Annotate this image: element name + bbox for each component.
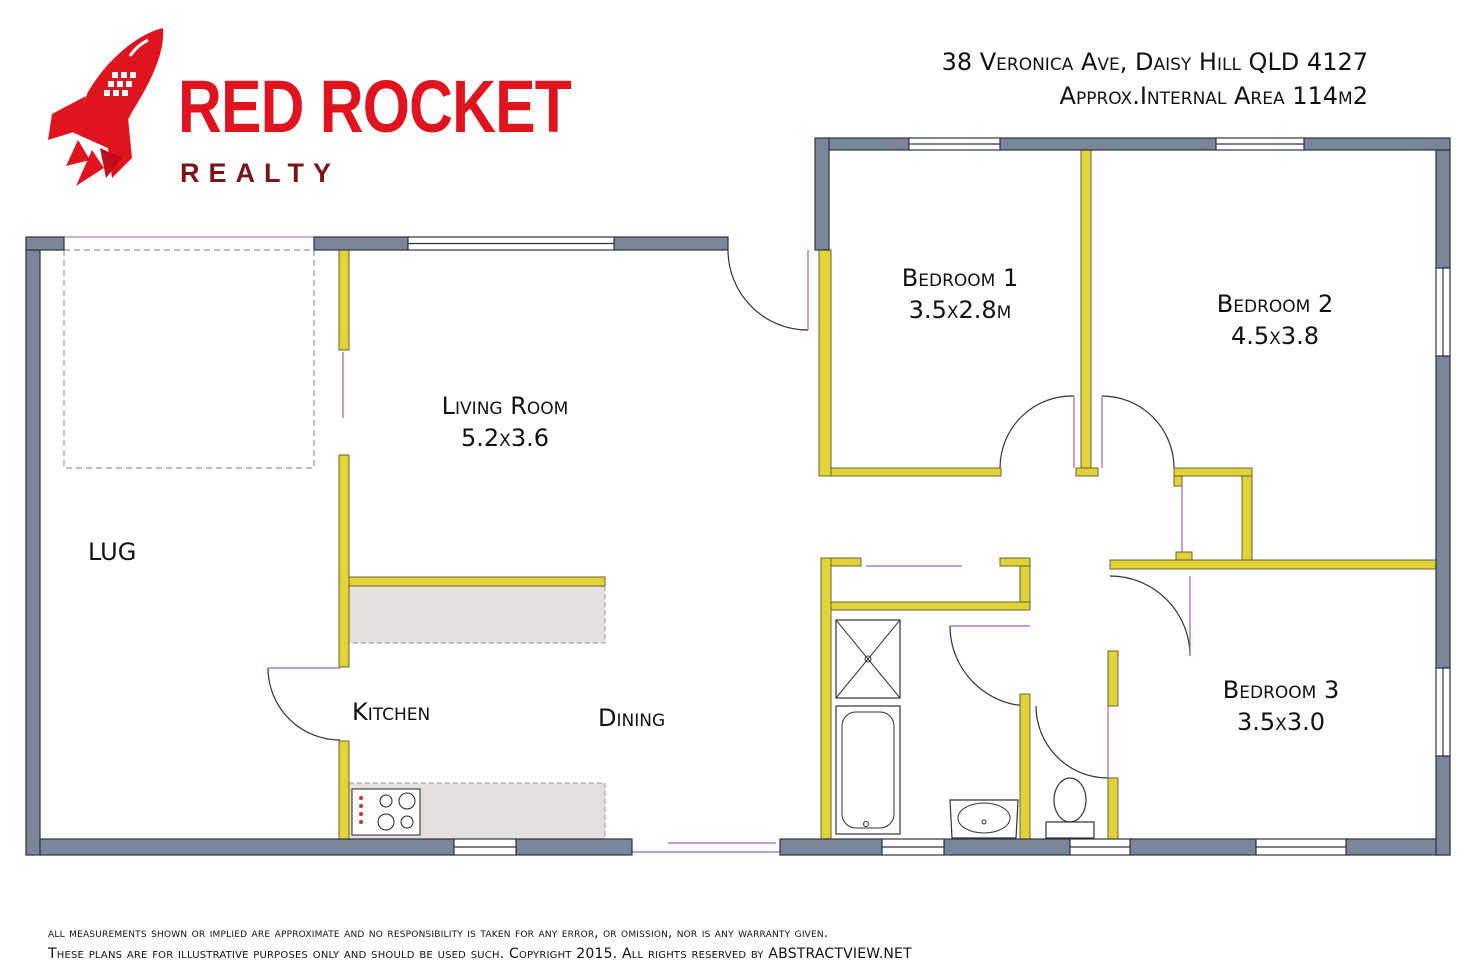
room-label-kitchen: Kitchen [352, 698, 431, 726]
kitchen-bench-upper [348, 585, 606, 644]
room-label-bedroom-1: Bedroom 1 3.5x2.8m [890, 262, 1030, 327]
basin [949, 799, 1019, 839]
property-address: 38 Veronica Ave, Daisy Hill QLD 4127 [941, 48, 1368, 76]
room-name: Bedroom 1 [901, 264, 1019, 292]
dashed-area-lug [63, 249, 315, 469]
room-size: 4.5x3.8 [1231, 322, 1319, 351]
brand-name: RED ROCKET [178, 65, 572, 148]
disclaimer-line-2: These plans are for illustrative purpose… [48, 946, 912, 962]
room-name: Living Room [441, 392, 569, 420]
disclaimer-line-1: all measurements shown or implied are ap… [48, 926, 829, 941]
room-label-lug: LUG [88, 538, 137, 566]
room-size: 3.5x3.0 [1237, 708, 1325, 737]
exterior-walls [25, 137, 1451, 856]
bathtub [835, 705, 901, 835]
room-label-living-room: Living Room 5.2x3.6 [420, 390, 590, 455]
brand-tagline: REALTY [180, 158, 340, 188]
windows [407, 137, 1451, 856]
room-label-dining: Dining [598, 704, 666, 732]
rocket-icon [48, 28, 164, 186]
room-size: 3.5x2.8m [908, 296, 1012, 325]
toilet [1045, 777, 1095, 839]
room-size: 5.2x3.6 [461, 424, 549, 453]
door-swings [267, 249, 1191, 853]
room-name: Bedroom 3 [1222, 676, 1340, 704]
room-name: Bedroom 2 [1216, 290, 1334, 318]
shower [835, 619, 901, 699]
property-area: Approx.Internal Area 114m2 [1059, 82, 1368, 110]
room-label-bedroom-2: Bedroom 2 4.5x3.8 [1200, 288, 1350, 353]
room-label-bedroom-3: Bedroom 3 3.5x3.0 [1206, 674, 1356, 739]
kitchen-bench-lower [348, 782, 606, 840]
